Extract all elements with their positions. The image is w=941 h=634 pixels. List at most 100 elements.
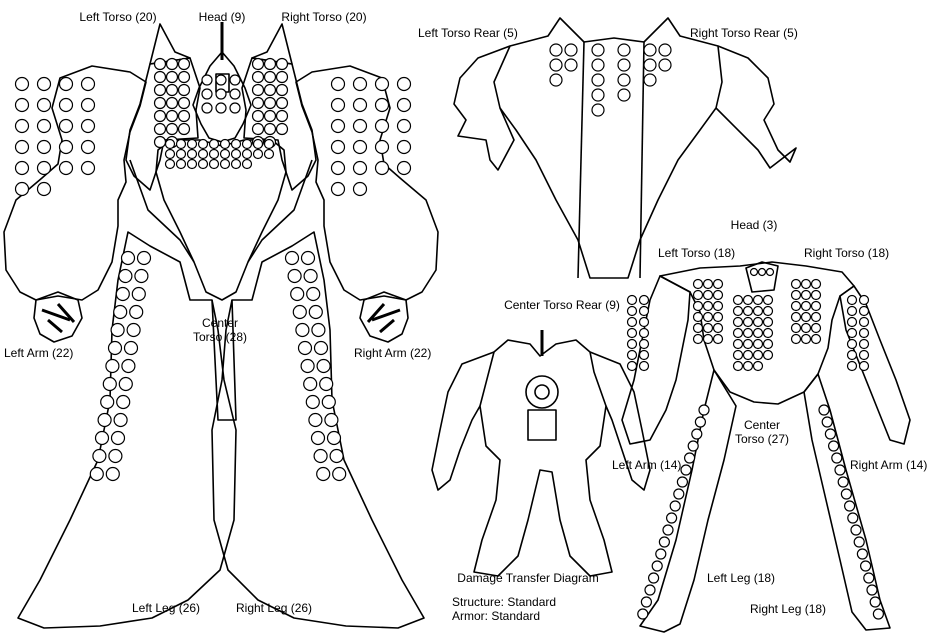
front-left-arm-pip — [82, 141, 95, 154]
internal-left-leg-pip — [692, 429, 702, 439]
internal-left-leg-pip — [681, 465, 691, 475]
internal-right-leg-pip — [845, 501, 855, 511]
internal-right-leg-pip — [873, 609, 883, 619]
rear-armor-diagram — [454, 18, 796, 278]
rear-center-torso-pip — [592, 44, 604, 56]
internal-center-torso-pip — [754, 351, 763, 360]
internal-center-torso-pip — [764, 318, 773, 327]
internal-center-torso-pip — [734, 329, 743, 338]
internal-head-pip — [767, 269, 774, 276]
front-left-rib — [130, 160, 194, 262]
internal-left-arm-pip — [628, 351, 637, 360]
internal-left-leg-pip — [674, 489, 684, 499]
front-right-arm-pip — [354, 99, 367, 112]
internal-right-torso-pip — [792, 280, 801, 289]
internal-left-arm-label: Left Arm (14) — [612, 458, 681, 472]
front-left-arm-pip — [38, 99, 51, 112]
internal-right-leg-pip — [848, 513, 858, 523]
internal-right-leg-pip — [822, 417, 832, 427]
front-right-torso-pip — [253, 72, 264, 83]
internal-left-arm-pip — [640, 351, 649, 360]
internal-left-torso-pip — [694, 280, 703, 289]
front-right-leg-pip — [304, 378, 317, 391]
front-left-leg-pip — [106, 468, 119, 481]
internal-left-leg-pip — [649, 573, 659, 583]
rear-body-outline — [494, 18, 722, 278]
internal-left-leg-pip — [659, 537, 669, 547]
front-left-arm-pip — [38, 162, 51, 175]
internal-right-leg-pip — [835, 465, 845, 475]
front-left-hand-fingers — [42, 304, 74, 332]
rear-center-torso-pip — [618, 44, 630, 56]
internal-right-torso-pip — [792, 291, 801, 300]
internal-left-leg-pip — [688, 441, 698, 451]
front-left-leg-pip — [127, 324, 140, 337]
front-right-arm-pip — [398, 162, 411, 175]
internal-left-leg-pip — [638, 609, 648, 619]
front-right-leg-pip — [320, 378, 333, 391]
internal-left-leg-pip — [699, 405, 709, 415]
front-right-torso-pip — [253, 124, 264, 135]
front-center-torso-pip — [166, 160, 175, 169]
front-head-pip — [202, 103, 212, 113]
front-left-leg-pip — [90, 468, 103, 481]
front-right-leg-pip — [309, 306, 322, 319]
internal-left-leg-pip — [677, 477, 687, 487]
front-center-torso-pip — [188, 150, 197, 159]
front-left-leg-pip — [96, 432, 109, 445]
front-left-arm-pip — [60, 99, 73, 112]
internal-right-arm-pip — [848, 362, 857, 371]
dtd-core-inner — [535, 385, 549, 399]
front-center-torso-pip — [166, 140, 175, 149]
rear-center-torso-pip — [592, 59, 604, 71]
internal-center-torso-pip — [734, 307, 743, 316]
front-right-arm-pip — [354, 78, 367, 91]
front-left-torso-pip — [179, 111, 190, 122]
front-left-leg-pip — [132, 288, 145, 301]
rear-center-torso-label: Center Torso Rear (9) — [504, 298, 620, 312]
internal-center-torso-pip — [744, 362, 753, 371]
dtd-core-circle — [526, 376, 558, 408]
front-left-leg-pip — [119, 270, 132, 283]
internal-left-torso-pip — [714, 302, 723, 311]
front-left-arm-pip — [60, 120, 73, 133]
rear-left-torso-pip — [550, 74, 562, 86]
front-left-torso-pip — [179, 98, 190, 109]
internal-left-arm-pip — [628, 296, 637, 305]
front-left-torso-pip — [167, 98, 178, 109]
internal-head-label: Head (3) — [731, 218, 778, 232]
front-center-torso-label-line2: Torso (28) — [193, 330, 247, 344]
armor-pips-layer — [16, 44, 884, 619]
front-right-arm-pip — [354, 183, 367, 196]
front-center-torso-pip — [221, 160, 230, 169]
front-left-arm-pip — [16, 120, 29, 133]
front-right-leg-pip — [286, 252, 299, 265]
front-left-torso-pip — [155, 124, 166, 135]
front-head-pip — [230, 89, 240, 99]
rear-left-torso-pip — [565, 44, 577, 56]
front-right-torso-pip — [277, 124, 288, 135]
front-right-torso-label: Right Torso (20) — [281, 10, 366, 24]
internal-left-torso-pip — [704, 324, 713, 333]
internal-left-torso-label: Left Torso (18) — [658, 246, 735, 260]
front-left-leg-pip — [101, 396, 114, 409]
front-right-arm-pip — [332, 183, 345, 196]
internal-center-torso-pip — [764, 307, 773, 316]
front-right-leg-pip — [304, 270, 317, 283]
front-left-leg-pip — [93, 450, 106, 463]
front-right-hand-fingers — [368, 304, 400, 332]
rear-center-strip-left — [578, 42, 584, 278]
front-left-arm-pip — [16, 78, 29, 91]
front-left-torso-pip — [155, 72, 166, 83]
internal-right-leg-pip — [838, 477, 848, 487]
internal-right-torso-pip — [802, 335, 811, 344]
front-right-torso-pip — [265, 124, 276, 135]
front-left-leg-pip — [109, 342, 122, 355]
internal-right-leg-pip — [851, 525, 861, 535]
rear-center-torso-pip — [618, 89, 630, 101]
front-left-leg-pip — [111, 324, 124, 337]
front-right-leg-pip — [309, 414, 322, 427]
internal-left-arm-pip — [628, 340, 637, 349]
internal-center-torso-pip — [754, 307, 763, 316]
internal-center-torso-pip — [744, 340, 753, 349]
